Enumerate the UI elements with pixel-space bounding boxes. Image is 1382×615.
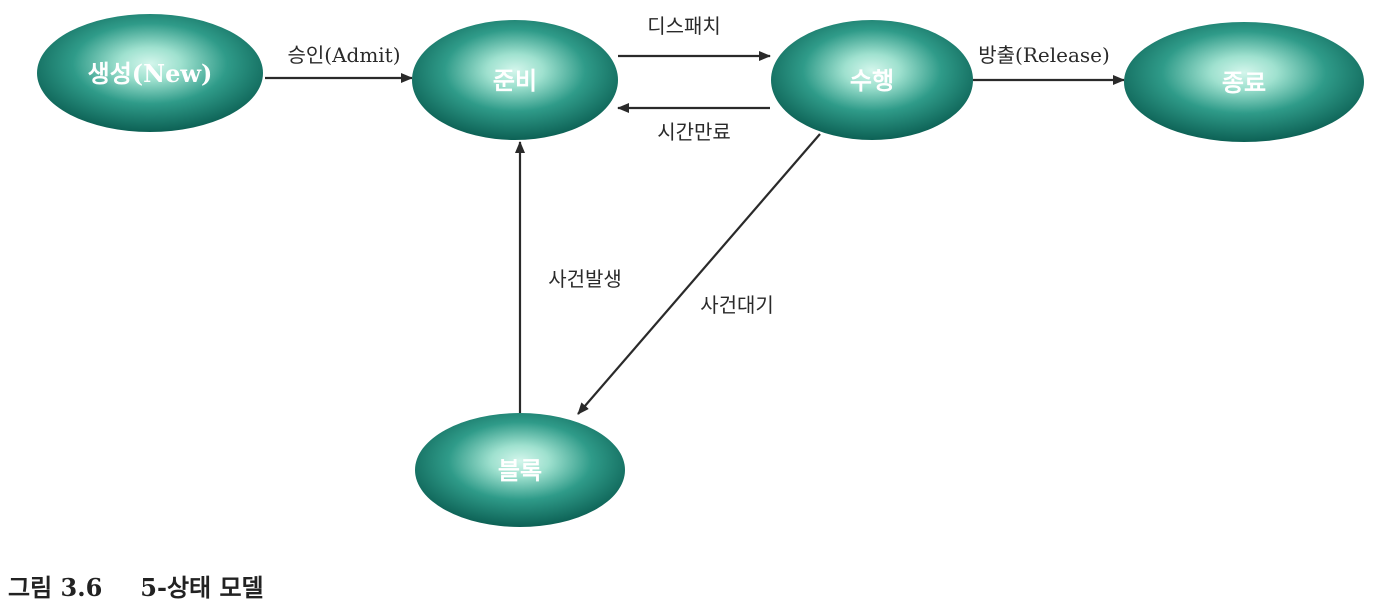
admit-label: 승인(Admit) [287,43,400,67]
state-label-exit: 종료 [1222,68,1266,97]
state-label-ready: 준비 [493,66,537,95]
event-wait-label: 사건대기 [700,293,774,317]
edges [265,51,1125,415]
state-node-ready: 준비 [412,20,618,140]
state-label-running: 수행 [850,66,894,95]
figure-number: 그림 3.6 [8,573,103,602]
state-node-blocked: 블록 [415,413,625,527]
dispatch-label: 디스패치 [647,14,721,38]
figure-caption: 그림 3.6 5-상태 모델 [8,568,264,603]
state-label-blocked: 블록 [498,456,542,485]
figure-title: 5-상태 모델 [140,573,264,602]
state-ellipse-exit [1124,22,1364,142]
state-node-exit: 종료 [1124,22,1364,142]
release-label: 방출(Release) [978,43,1110,67]
edge-labels: 승인(Admit) 디스패치 시간만료 방출(Release) 사건대기 사건발… [287,14,1109,317]
state-label-new: 생성(New) [88,59,213,88]
state-node-running: 수행 [771,20,973,140]
timeout-label: 시간만료 [657,120,731,144]
state-ellipse-new [37,14,263,132]
event-wait-arrow [577,133,821,415]
state-ellipse-ready [412,20,618,140]
state-node-new: 생성(New) [37,14,263,132]
state-ellipse-running [771,20,973,140]
event-occurs-label: 사건발생 [548,267,622,291]
state-ellipse-blocked [415,413,625,527]
